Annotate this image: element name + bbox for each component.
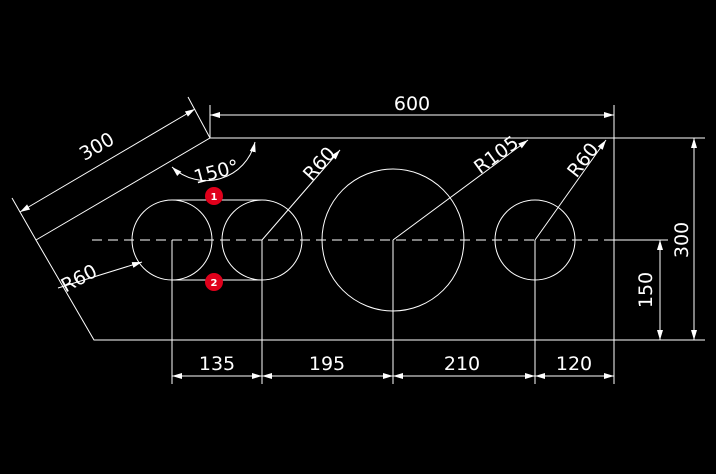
dim-slant-length: 300 (11, 96, 211, 241)
radius-slot-label: R60 (299, 143, 340, 186)
dim-right-height-label: 300 (671, 222, 693, 258)
dim-slant-length-label: 300 (76, 128, 118, 165)
dim-angle: 150° (171, 141, 256, 189)
radius-right-label: R60 (563, 139, 603, 182)
radius-big: R105 (392, 132, 529, 241)
radius-slot: R60 (261, 143, 341, 241)
radius-left: R60 (58, 260, 143, 297)
dim-bottom-chain: 135 195 210 120 (171, 240, 615, 384)
radius-left-label: R60 (58, 260, 101, 297)
marker-1[interactable]: 1 (205, 187, 223, 205)
dim-top-width: 600 (209, 93, 615, 138)
dim-top-width-label: 600 (394, 93, 430, 115)
dim-center-height: 150 (614, 239, 668, 340)
dim-angle-label: 150° (191, 156, 241, 189)
radius-big-label: R105 (470, 132, 523, 179)
dim-center-height-label: 150 (635, 272, 657, 308)
dim-spacing-2-label: 195 (309, 353, 345, 375)
radius-right: R60 (534, 139, 607, 241)
marker-2[interactable]: 2 (205, 273, 223, 291)
dim-spacing-3-label: 210 (444, 353, 480, 375)
dim-spacing-1-label: 135 (199, 353, 235, 375)
part-outline (35, 137, 615, 341)
marker-1-label: 1 (211, 192, 218, 203)
dim-spacing-4-label: 120 (556, 353, 592, 375)
marker-2-label: 2 (211, 278, 218, 289)
